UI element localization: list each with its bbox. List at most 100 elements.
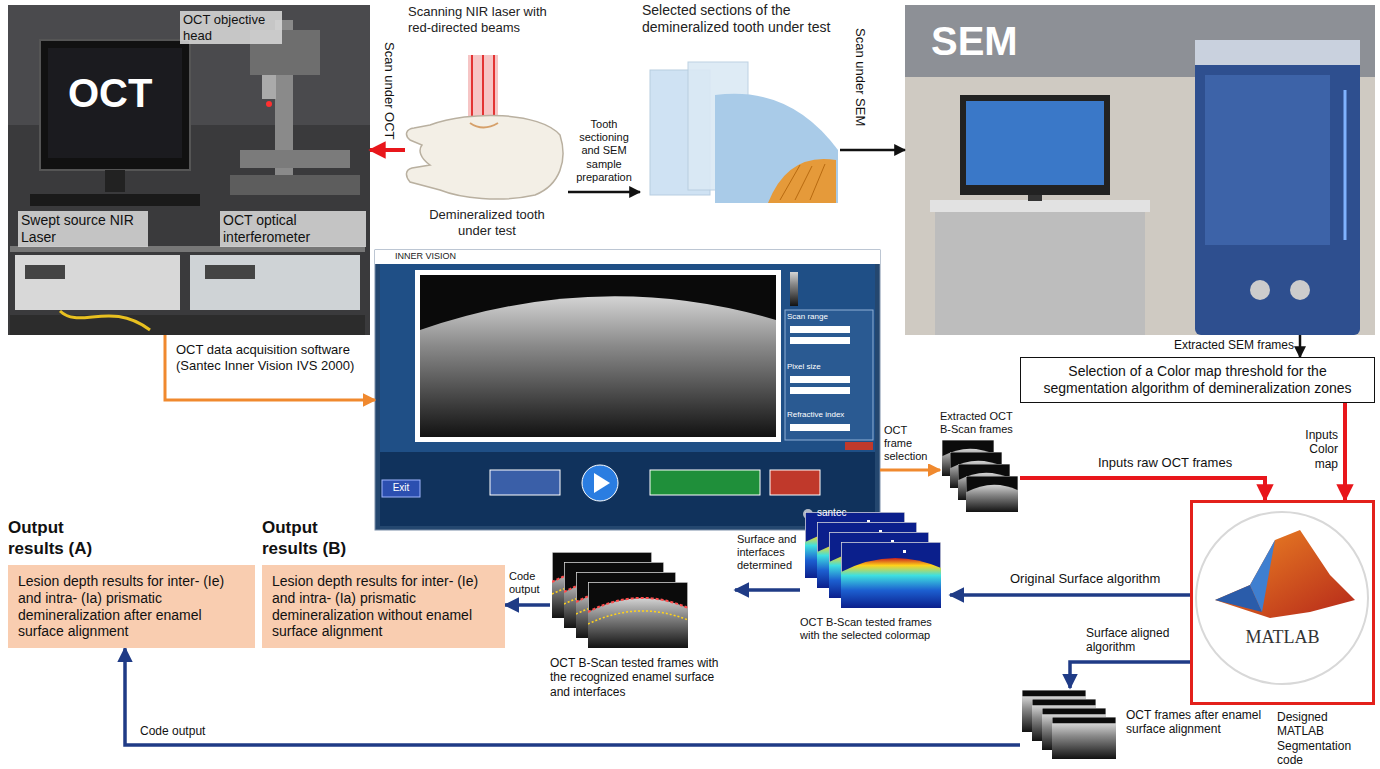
software-screenshot — [650, 470, 760, 495]
stack-label: Extracted OCT B-Scan frames — [940, 410, 1020, 436]
button-label: Exit — [382, 482, 420, 494]
flow-arrow — [165, 335, 375, 400]
aligned-frame-stack — [1052, 717, 1116, 759]
edge-label: Surface and interfaces determined — [737, 533, 799, 573]
software-screenshot — [380, 452, 875, 526]
tooth-illustration — [470, 123, 498, 128]
figure-label: Scanning NIR laser with red-directed bea… — [408, 4, 565, 35]
recognized-frame-stack — [588, 582, 688, 648]
output-heading: Output results (A) — [8, 518, 120, 559]
oct-photo — [30, 194, 200, 206]
flow-arrow — [370, 148, 405, 152]
flow-arrow — [735, 588, 800, 592]
software-screenshot — [790, 424, 850, 431]
edge-label: OCT frame selection — [884, 424, 938, 464]
panel-label: Refractive index — [787, 410, 844, 420]
software-screenshot — [790, 387, 850, 394]
oct-photo — [25, 265, 65, 279]
matlab-box: MATLABDesigned MATLAB Segmentation code — [1190, 500, 1375, 705]
software-screenshot — [770, 470, 820, 495]
colormap-frame-stack — [805, 512, 941, 608]
oct-frame-stack — [966, 476, 1018, 512]
software-screenshot — [845, 442, 873, 450]
sem-photo — [905, 5, 1375, 335]
edge-label: Code output — [509, 570, 547, 596]
sem-photo — [1028, 195, 1042, 201]
colormap-frame-stack — [841, 542, 941, 608]
tooth-illustration — [406, 55, 563, 199]
software-screenshot — [790, 326, 850, 333]
recognized-frame-stack — [552, 552, 688, 648]
matlab-logo — [1250, 540, 1275, 612]
sem-photo — [935, 212, 1145, 335]
software-screenshot — [375, 250, 880, 530]
figure-label: Selected sections of the demineralized t… — [642, 2, 838, 36]
sem-photo — [1195, 40, 1360, 335]
sem-photo — [966, 101, 1104, 185]
software-screenshot — [375, 250, 880, 264]
aligned-frame-stack — [1022, 690, 1116, 759]
panel-label: Pixel size — [787, 362, 821, 372]
software-screenshot — [785, 310, 873, 440]
logo-text: MATLAB — [1193, 627, 1372, 649]
software-screenshot — [790, 376, 850, 383]
photo-title: SEM — [931, 17, 1018, 65]
brand-label: santec — [817, 507, 846, 519]
box-text: Lesion depth results for inter- (Ie) and… — [18, 573, 245, 640]
flow-arrow — [1020, 478, 1265, 500]
software-screenshot — [582, 465, 618, 501]
software-window: INNER VISIONScan rangePixel sizeRefracti… — [375, 250, 880, 530]
output-heading: Output results (B) — [262, 518, 374, 559]
software-screenshot — [594, 473, 610, 493]
frame-stack: OCT B-Scan tested frames with the select… — [800, 510, 950, 660]
oct-photo — [230, 175, 360, 195]
frame-stack: OCT B-Scan tested frames with the recogn… — [550, 550, 735, 710]
oct-photo — [205, 265, 255, 279]
photo-tag: OCT objective head — [180, 11, 282, 44]
tooth-figure: Scanning NIR laser with red-directed bea… — [405, 0, 568, 246]
edge-label: OCT data acquisition software (Santec In… — [176, 342, 368, 373]
tooth-illustration — [468, 55, 498, 123]
flow-arrow — [840, 149, 905, 152]
sem-photo — [905, 5, 1375, 335]
output-box: Output results (A)Lesion depth results f… — [8, 565, 255, 648]
matlab-logo — [1196, 512, 1368, 684]
sem-photo — [1205, 75, 1330, 245]
oct-photo — [240, 150, 350, 168]
box-caption: Designed MATLAB Segmentation code — [1277, 710, 1375, 768]
tooth-sections — [780, 164, 825, 200]
photo-panel: SEM — [905, 5, 1375, 335]
software-screenshot — [420, 296, 776, 437]
oct-photo — [40, 40, 190, 170]
sem-photo — [1250, 280, 1270, 300]
oct-photo — [105, 170, 125, 192]
edge-label: Extracted SEM frames — [1150, 338, 1294, 352]
frame-stack: OCT frames after enamel surface alignmen… — [1020, 688, 1275, 762]
software-screenshot — [490, 470, 560, 495]
oct-frame-stack — [942, 440, 1018, 512]
tooth-sections — [650, 62, 838, 203]
oct-photo — [10, 315, 365, 335]
software-screenshot — [382, 480, 420, 497]
sem-photo — [1344, 90, 1347, 240]
box-text: Selection of a Color map threshold for t… — [1031, 363, 1364, 397]
stack-label: OCT B-Scan tested frames with the select… — [800, 616, 950, 642]
software-screenshot — [790, 337, 850, 344]
tooth-sections — [715, 94, 838, 203]
photo-tag: Swept source NIR Laser — [18, 211, 148, 247]
edge-label: Inputs Color map — [1286, 428, 1338, 471]
sem-photo — [1195, 40, 1360, 65]
oct-photo — [10, 246, 365, 252]
output-box: Output results (B)Lesion depth results f… — [262, 565, 505, 648]
stack-label: OCT frames after enamel surface alignmen… — [1126, 708, 1274, 737]
flow-arrow — [880, 469, 940, 472]
flow-arrow — [568, 191, 640, 194]
edge-label: Scan under SEM — [852, 28, 868, 126]
matlab-logo — [1215, 530, 1355, 618]
stack-label: OCT B-Scan tested frames with the recogn… — [550, 656, 735, 699]
oct-photo — [60, 311, 150, 330]
tooth-illustration — [482, 55, 484, 123]
edge-label: Original Surface algorithm — [1010, 571, 1160, 587]
photo-tag: OCT optical interferometer — [220, 211, 366, 247]
tooth-illustration — [471, 55, 473, 123]
